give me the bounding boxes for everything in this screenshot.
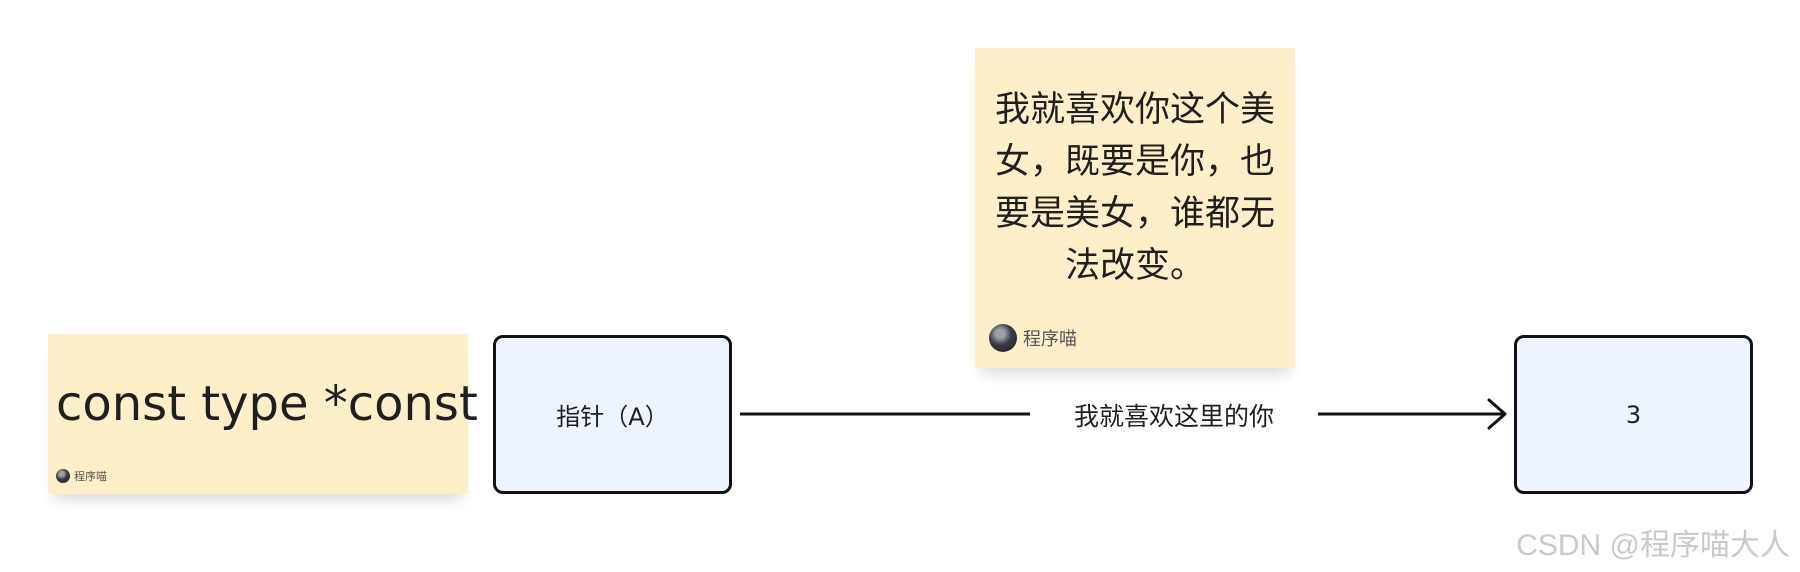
note-text: 我就喜欢你这个美女，既要是你，也要是美女，谁都无法改变。 [989,84,1281,292]
value-node-label: 3 [1626,401,1641,429]
value-node[interactable]: 3 [1514,335,1753,494]
sticky-code-note[interactable]: const type *const A 程序喵 [48,334,468,494]
pointer-node[interactable]: 指针（A） [493,335,732,494]
pointer-node-label: 指针（A） [556,397,668,432]
code-text: const type *const A [56,378,460,431]
avatar [56,469,70,483]
author-tag: 程序喵 [56,468,107,484]
author-name: 程序喵 [74,468,107,484]
author-tag: 程序喵 [989,324,1077,352]
avatar [989,324,1017,352]
author-name: 程序喵 [1023,325,1077,351]
sticky-quote-note[interactable]: 我就喜欢你这个美女，既要是你，也要是美女，谁都无法改变。 程序喵 [975,48,1295,368]
watermark: CSDN @程序喵大人 [1516,520,1790,564]
edge-label: 我就喜欢这里的你 [1030,395,1318,435]
